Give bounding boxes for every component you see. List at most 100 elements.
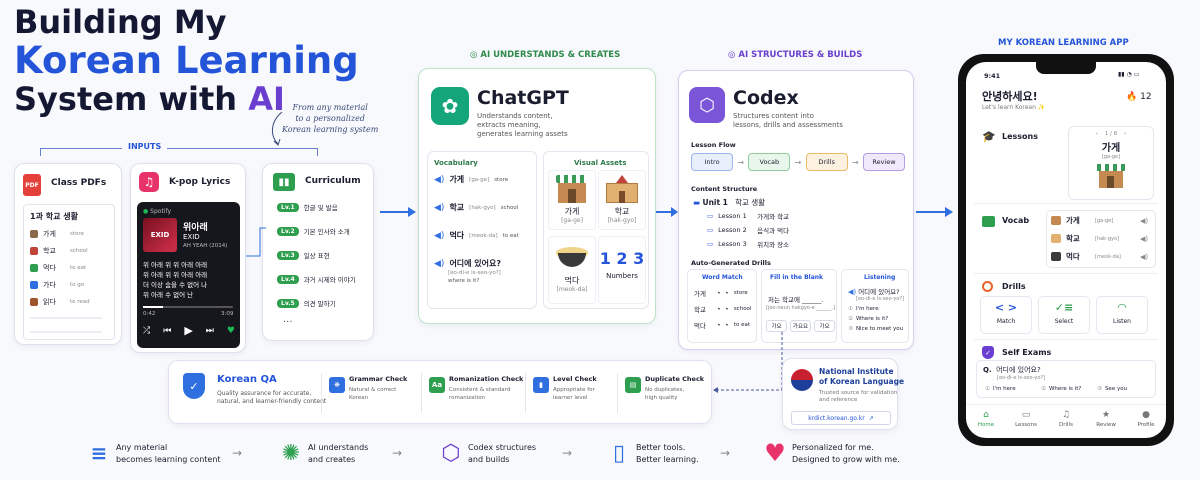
lesson-store-image <box>1097 164 1125 188</box>
qa-check-desc: learner level <box>553 395 588 401</box>
option-number-icon: ③ <box>848 326 853 332</box>
level-topic: 일상 표현 <box>303 252 330 260</box>
app-vocab-row[interactable]: 학교[hak-gyo]◀) <box>1051 233 1153 244</box>
app-speaker-icon[interactable]: ◀) <box>1140 234 1149 243</box>
play-icon[interactable]: ▶ <box>184 324 193 337</box>
bottom-step-line1: Codex structures <box>468 443 537 452</box>
lesson-word: 가게 <box>1101 143 1121 154</box>
app-speaker-icon[interactable]: ◀) <box>1140 216 1149 225</box>
next-icon[interactable]: ⏭ <box>205 325 214 336</box>
vocab-en: school <box>500 204 519 211</box>
app-drill-button[interactable]: ◠Listen <box>1096 296 1148 334</box>
option-number-icon: ③ <box>1097 386 1102 392</box>
self-exams-section[interactable]: ✓ Self Exams Q. 어디에 있어요? [eo-di-e is-seo… <box>974 344 1158 402</box>
streak-count: 12 <box>1140 92 1152 102</box>
chatgpt-desc-line: generates learning assets <box>477 130 568 138</box>
inputs-bracket <box>40 148 318 156</box>
album-art: EXID <box>143 218 177 252</box>
qa-check-title: Level Check <box>553 375 597 383</box>
speaker-icon[interactable]: ◀) <box>434 230 445 241</box>
fill-option[interactable]: 가요 <box>814 320 835 332</box>
qa-divider <box>321 373 322 413</box>
lesson-card[interactable]: ‹ 1 / 8 › 가게 [ga-ge] <box>1068 126 1154 200</box>
prev-lesson-icon[interactable]: ‹ <box>1095 131 1098 137</box>
prev-icon[interactable]: ⏮ <box>163 325 172 336</box>
shuffle-icon[interactable]: ⤮ <box>143 325 151 336</box>
app-vocab-row[interactable]: 먹다[meok-da]◀) <box>1051 251 1153 262</box>
option-number-icon: ② <box>848 316 853 322</box>
lesson-flow-step[interactable]: Vocab <box>748 153 791 171</box>
speaker-icon[interactable]: ◀) <box>434 202 445 213</box>
nav-review[interactable]: ★Review <box>1088 410 1124 428</box>
bottom-step-line2: Designed to grow with me. <box>792 455 900 464</box>
next-lesson-icon[interactable]: › <box>1124 131 1127 137</box>
app-vocab-rom: [ga-ge] <box>1095 217 1114 224</box>
fill-option[interactable]: 가요 <box>766 320 787 332</box>
nav-profile[interactable]: ●Profile <box>1128 410 1164 428</box>
vocab-ko: 학교 <box>449 203 465 212</box>
drills-section[interactable]: Drills < >Match✓≡Select◠Listen <box>974 278 1158 340</box>
progress-track[interactable] <box>143 306 233 308</box>
word-match-ko: 먹다 <box>694 322 706 330</box>
vocab-section[interactable]: Vocab 가게[ga-ge]◀)학교[hak-gyo]◀)먹다[meok-da… <box>974 208 1158 274</box>
lesson-flow-step[interactable]: Intro <box>691 153 733 171</box>
word-match-en: to eat <box>733 322 750 328</box>
code-brackets-icon: < > <box>994 301 1018 314</box>
pdf-vocab-en: to read <box>70 299 90 305</box>
bottom-step-line1: Personalized for me. <box>792 443 874 452</box>
lesson-flow-step[interactable]: Review <box>862 153 905 171</box>
listening-speaker-icon[interactable]: ◀) <box>848 288 857 296</box>
fill-option[interactable]: 가요요 <box>790 320 811 332</box>
kpop-lyrics-card[interactable]: ♫ K-pop Lyrics ● Spotify EXID 위아래 EXID A… <box>130 163 246 353</box>
lesson-pager-text: 1 / 8 <box>1104 131 1118 137</box>
speaker-icon[interactable]: ◀) <box>434 174 445 185</box>
speaker-icon[interactable]: ◀) <box>434 258 445 269</box>
nikl-title-line: of Korean Language <box>819 377 905 386</box>
level-badge: Lv.1 <box>277 202 299 212</box>
drills-app-title: Drills <box>1002 282 1026 291</box>
lessons-section[interactable]: 🎓 Lessons ‹ 1 / 8 › 가게 [ga-ge] <box>974 118 1158 204</box>
nav-drills[interactable]: ♫Drills <box>1048 410 1084 428</box>
nikl-link[interactable]: krdict.korean.go.kr↗ <box>791 411 891 425</box>
app-vocab-row[interactable]: 가게[ga-ge]◀) <box>1051 215 1153 226</box>
asset-eat-rom: [meok-da] <box>556 286 588 293</box>
app-drill-button[interactable]: ✓≡Select <box>1038 296 1090 334</box>
qa-divider <box>525 373 526 413</box>
app-drill-button[interactable]: < >Match <box>980 296 1032 334</box>
nav-lessons[interactable]: ▭Lessons <box>1008 410 1044 428</box>
bottom-step-line1: Any material <box>116 443 168 452</box>
nikl-desc-line: and reference <box>819 397 858 403</box>
pdf-vocab-en: school <box>70 248 88 254</box>
unit-label: Unit 1 <box>702 198 728 207</box>
level-topic: 과거 시제와 이야기 <box>303 276 356 284</box>
lesson-flow-step[interactable]: Drills <box>805 153 848 171</box>
vocab-rom: [hak-gyo] <box>469 204 496 211</box>
lyric-line: 위 아래 수 없어 난 <box>143 291 194 299</box>
nav-home[interactable]: ⌂Home <box>968 410 1004 428</box>
bottom-arrow-icon: → <box>562 446 573 460</box>
qa-check-desc: Natural & correct <box>349 387 397 393</box>
lessons-title: Lessons <box>1002 132 1038 141</box>
chatgpt-desc-line: extracts meaning, <box>477 121 541 129</box>
qa-check-desc: Appropriate for <box>553 387 595 393</box>
heart-icon[interactable]: ♥ <box>226 325 235 336</box>
app-speaker-icon[interactable]: ◀) <box>1140 252 1149 261</box>
